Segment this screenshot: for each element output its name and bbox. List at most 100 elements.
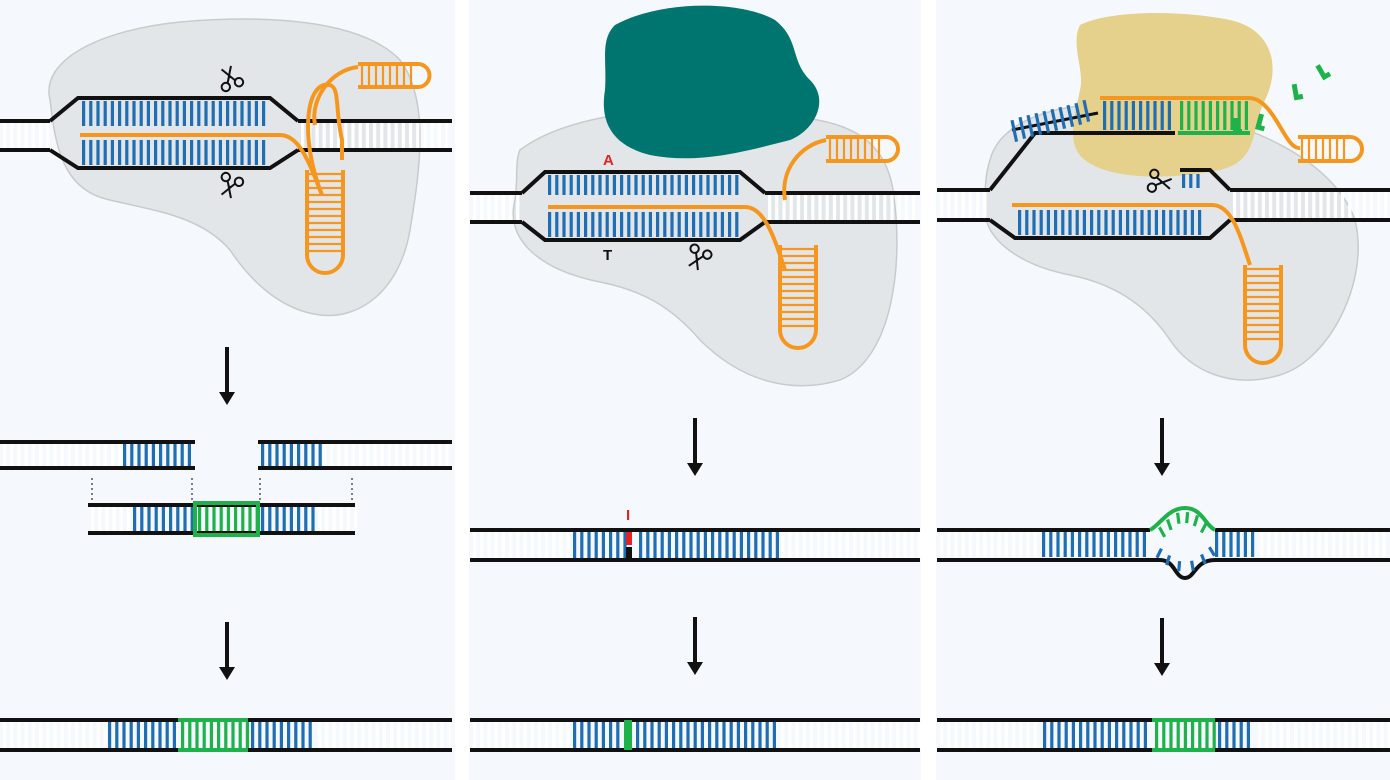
base-pair xyxy=(1114,532,1118,557)
base-pair xyxy=(1153,101,1157,130)
base-pair xyxy=(1012,722,1016,748)
base-pair xyxy=(1324,532,1328,557)
base-pair xyxy=(487,722,491,748)
base-pair xyxy=(123,444,127,466)
base-pair xyxy=(1380,722,1384,748)
base-pair xyxy=(523,722,527,748)
base-pair xyxy=(1131,101,1135,130)
base-pair xyxy=(147,507,151,531)
base-pair xyxy=(176,507,180,531)
base-pair xyxy=(60,444,64,466)
base-pair xyxy=(1355,192,1359,218)
base-pair xyxy=(365,123,369,148)
base-pair xyxy=(809,722,813,748)
base-pair xyxy=(516,722,520,748)
base-pair xyxy=(1333,192,1337,218)
base-pair xyxy=(1243,532,1247,557)
base-pair xyxy=(337,444,341,466)
base-pair xyxy=(735,212,739,237)
base-pair xyxy=(1182,174,1186,188)
base-pair xyxy=(211,140,215,165)
base-pair xyxy=(562,212,566,237)
base-pair xyxy=(693,722,697,748)
base-pair xyxy=(3,444,7,466)
base-pair xyxy=(620,212,624,237)
base-rungs xyxy=(940,532,1037,557)
base-pair xyxy=(202,722,206,748)
base-pair xyxy=(394,123,398,148)
base-pair xyxy=(358,123,362,148)
base-pair xyxy=(636,722,640,748)
base-pair xyxy=(1121,532,1125,557)
primer-binding-bases xyxy=(1103,101,1171,130)
base-pair xyxy=(824,722,828,748)
base-pair xyxy=(903,532,907,558)
base-pair xyxy=(339,722,343,748)
base-pair xyxy=(1093,722,1097,748)
base-pair xyxy=(679,722,683,748)
base-pair xyxy=(67,444,71,466)
base-pair xyxy=(1377,192,1381,218)
base-pair xyxy=(332,722,336,748)
base-pair xyxy=(268,507,272,531)
base-pair xyxy=(241,507,245,531)
base-pair xyxy=(968,192,972,218)
base-pair xyxy=(657,722,661,748)
base-pair xyxy=(1167,101,1171,130)
base-pair xyxy=(218,101,222,126)
base-pair xyxy=(1233,192,1237,218)
base-pair xyxy=(118,101,122,126)
base-pair xyxy=(1104,210,1108,235)
base-pair xyxy=(387,444,391,466)
base-pair xyxy=(1143,722,1147,748)
base-pair xyxy=(1281,532,1285,557)
base-pair xyxy=(573,722,577,748)
base-pair xyxy=(1155,548,1163,559)
base-pair xyxy=(1050,108,1059,131)
base-pair xyxy=(445,123,449,148)
base-pair xyxy=(1297,192,1301,218)
base-pair xyxy=(268,444,272,466)
base-pair xyxy=(728,175,732,195)
base-pair xyxy=(656,212,660,237)
base-pair xyxy=(238,722,242,748)
prime-editing-steps xyxy=(937,505,1390,752)
base-pair xyxy=(1247,192,1251,218)
base-pair xyxy=(1176,722,1180,748)
base-pair xyxy=(17,123,21,148)
base-pair xyxy=(598,175,602,195)
base-pair xyxy=(1212,722,1216,748)
base-pair xyxy=(1043,722,1047,748)
base-pair xyxy=(17,444,21,466)
base-pair xyxy=(802,532,806,558)
base-pair xyxy=(940,532,944,557)
base-pair xyxy=(297,507,301,531)
base-pair xyxy=(24,444,28,466)
base-pair xyxy=(402,444,406,466)
base-pair xyxy=(1175,512,1181,524)
base-pair xyxy=(1078,532,1082,557)
edited-flap xyxy=(1148,505,1217,532)
base-pair xyxy=(576,212,580,237)
base-pair xyxy=(161,507,165,531)
base-pair xyxy=(1039,210,1043,235)
base-pair xyxy=(853,722,857,748)
base-pair xyxy=(664,722,668,748)
base-pair xyxy=(409,444,413,466)
base-pair xyxy=(789,195,793,220)
base-pair xyxy=(1189,174,1193,188)
base-pair xyxy=(1189,560,1195,571)
base-pair xyxy=(997,532,1001,557)
base-pair xyxy=(1208,101,1212,130)
base-pair xyxy=(516,532,520,558)
base-pair xyxy=(168,140,172,165)
base-pair xyxy=(89,722,93,748)
base-pair xyxy=(1207,546,1216,557)
base-pair xyxy=(1049,532,1053,557)
base-pair xyxy=(537,532,541,558)
base-pair xyxy=(1267,532,1271,557)
base-pair xyxy=(860,722,864,748)
base-pair xyxy=(447,722,451,748)
base-pair xyxy=(351,444,355,466)
